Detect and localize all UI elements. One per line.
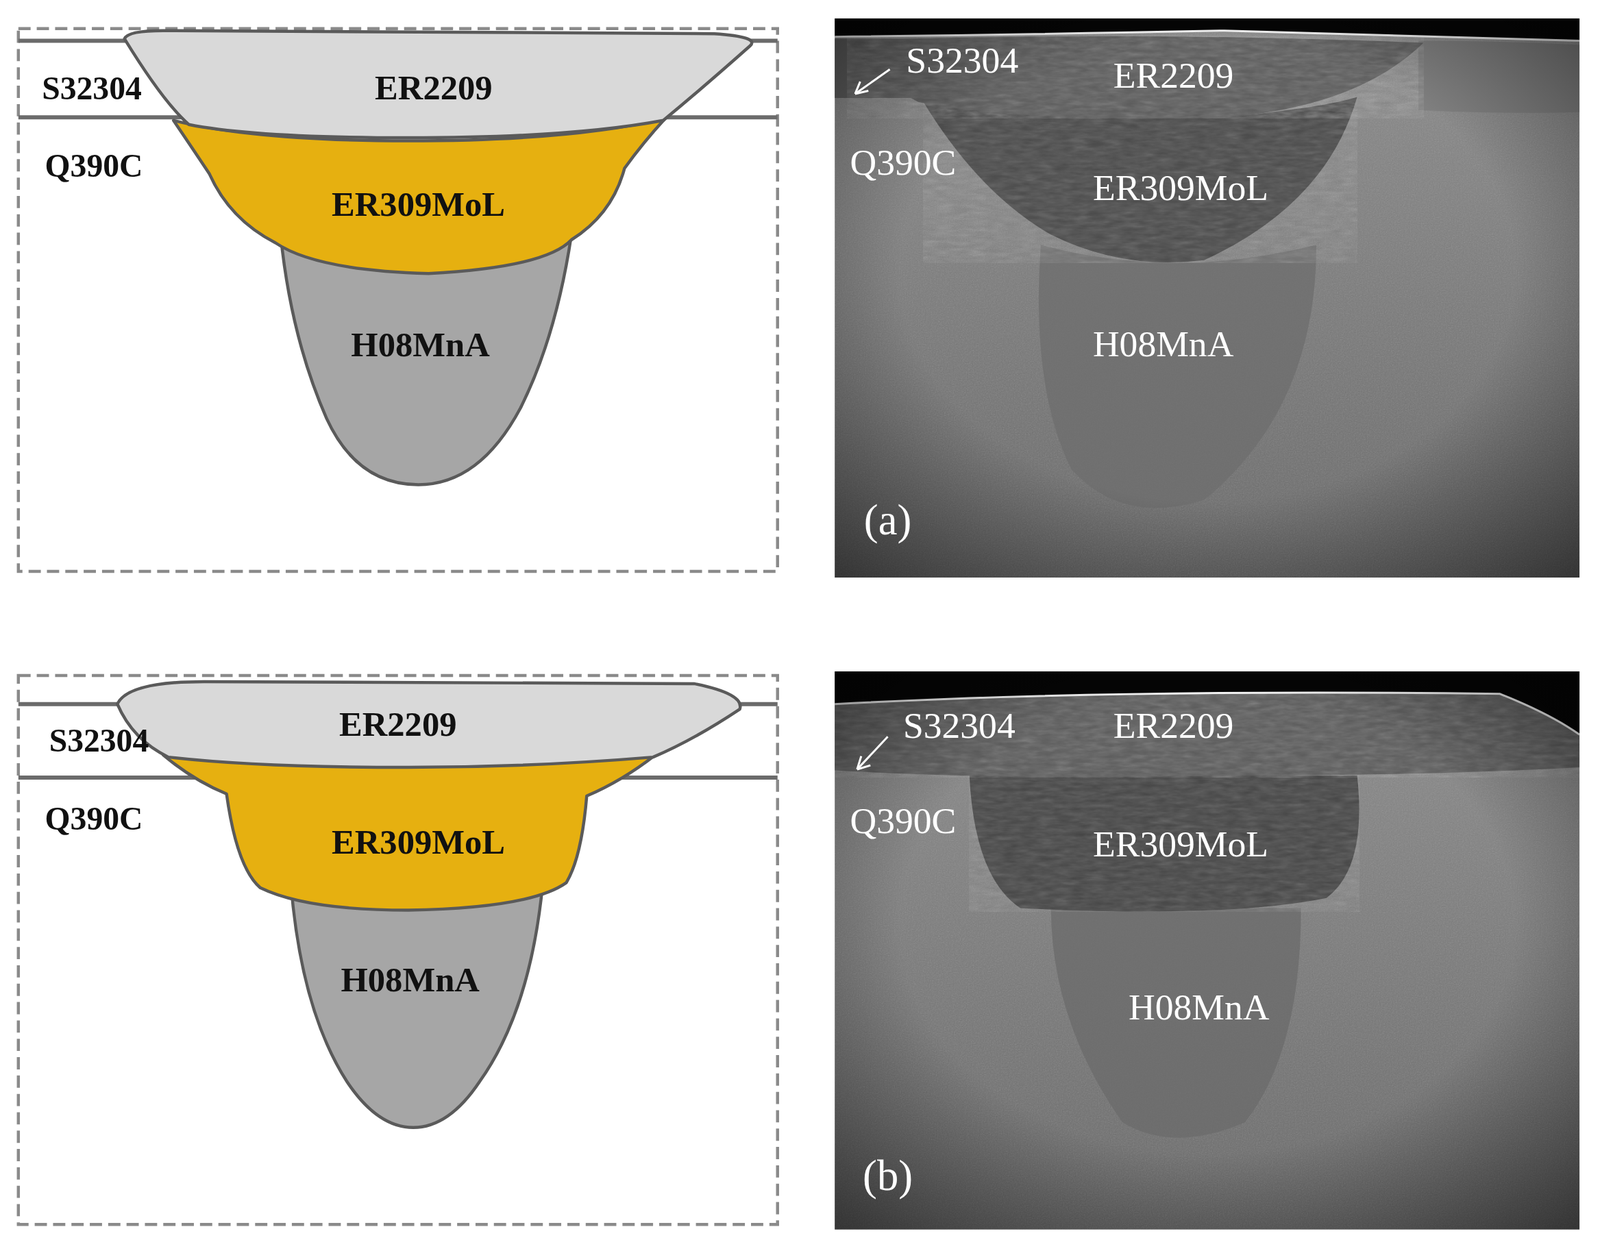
plate-label: Q390C [849,143,956,184]
weld-pass: ER2209 [112,22,771,146]
leader-line [855,69,891,94]
weld-label: H08MnA [340,960,480,1000]
macrograph [834,18,1580,578]
plate-label: Q390C [45,801,144,838]
weld-shape [124,30,753,138]
plate-label: Q390C [849,801,956,842]
weld-label: ER2209 [374,68,493,107]
weld-pass: ER309MoL [152,746,664,921]
plate-label: Q390C [45,148,144,185]
weld-label: ER2209 [1113,56,1235,97]
plate-label: S32304 [49,722,150,759]
weld-label: ER2209 [1113,706,1235,747]
panel-label: (a) [864,496,912,545]
weld-label: H08MnA [1128,988,1270,1029]
leader-line [857,736,889,770]
weld-label: ER309MoL [331,185,506,224]
weld-shape [173,118,666,274]
leader-arrow [855,81,869,94]
weld-shape [280,235,572,486]
macrograph [834,671,1580,1230]
leader-arrow [857,756,871,770]
weld-label: ER309MoL [331,822,506,862]
weld-pass: ER2209 [106,673,756,776]
weld-label: H08MnA [350,326,490,365]
weld-shape [163,755,656,910]
plate-label: S32304 [41,70,142,107]
panel-label: (b) [862,1151,913,1200]
plate-label: S32304 [905,41,1019,82]
plate-label: S32304 [903,706,1016,747]
weld-label: ER309MoL [1092,168,1269,209]
weld-label: ER2209 [339,705,458,745]
weld-shape [117,681,741,768]
plate-line [18,41,778,778]
weld-pass: H08MnA [280,874,552,1136]
schematic-frame [18,28,778,1226]
weld-outline [280,874,552,1136]
weld-shape [290,882,543,1128]
weld-label: H08MnA [1092,324,1235,366]
weld-label: ER309MoL [1092,825,1269,866]
